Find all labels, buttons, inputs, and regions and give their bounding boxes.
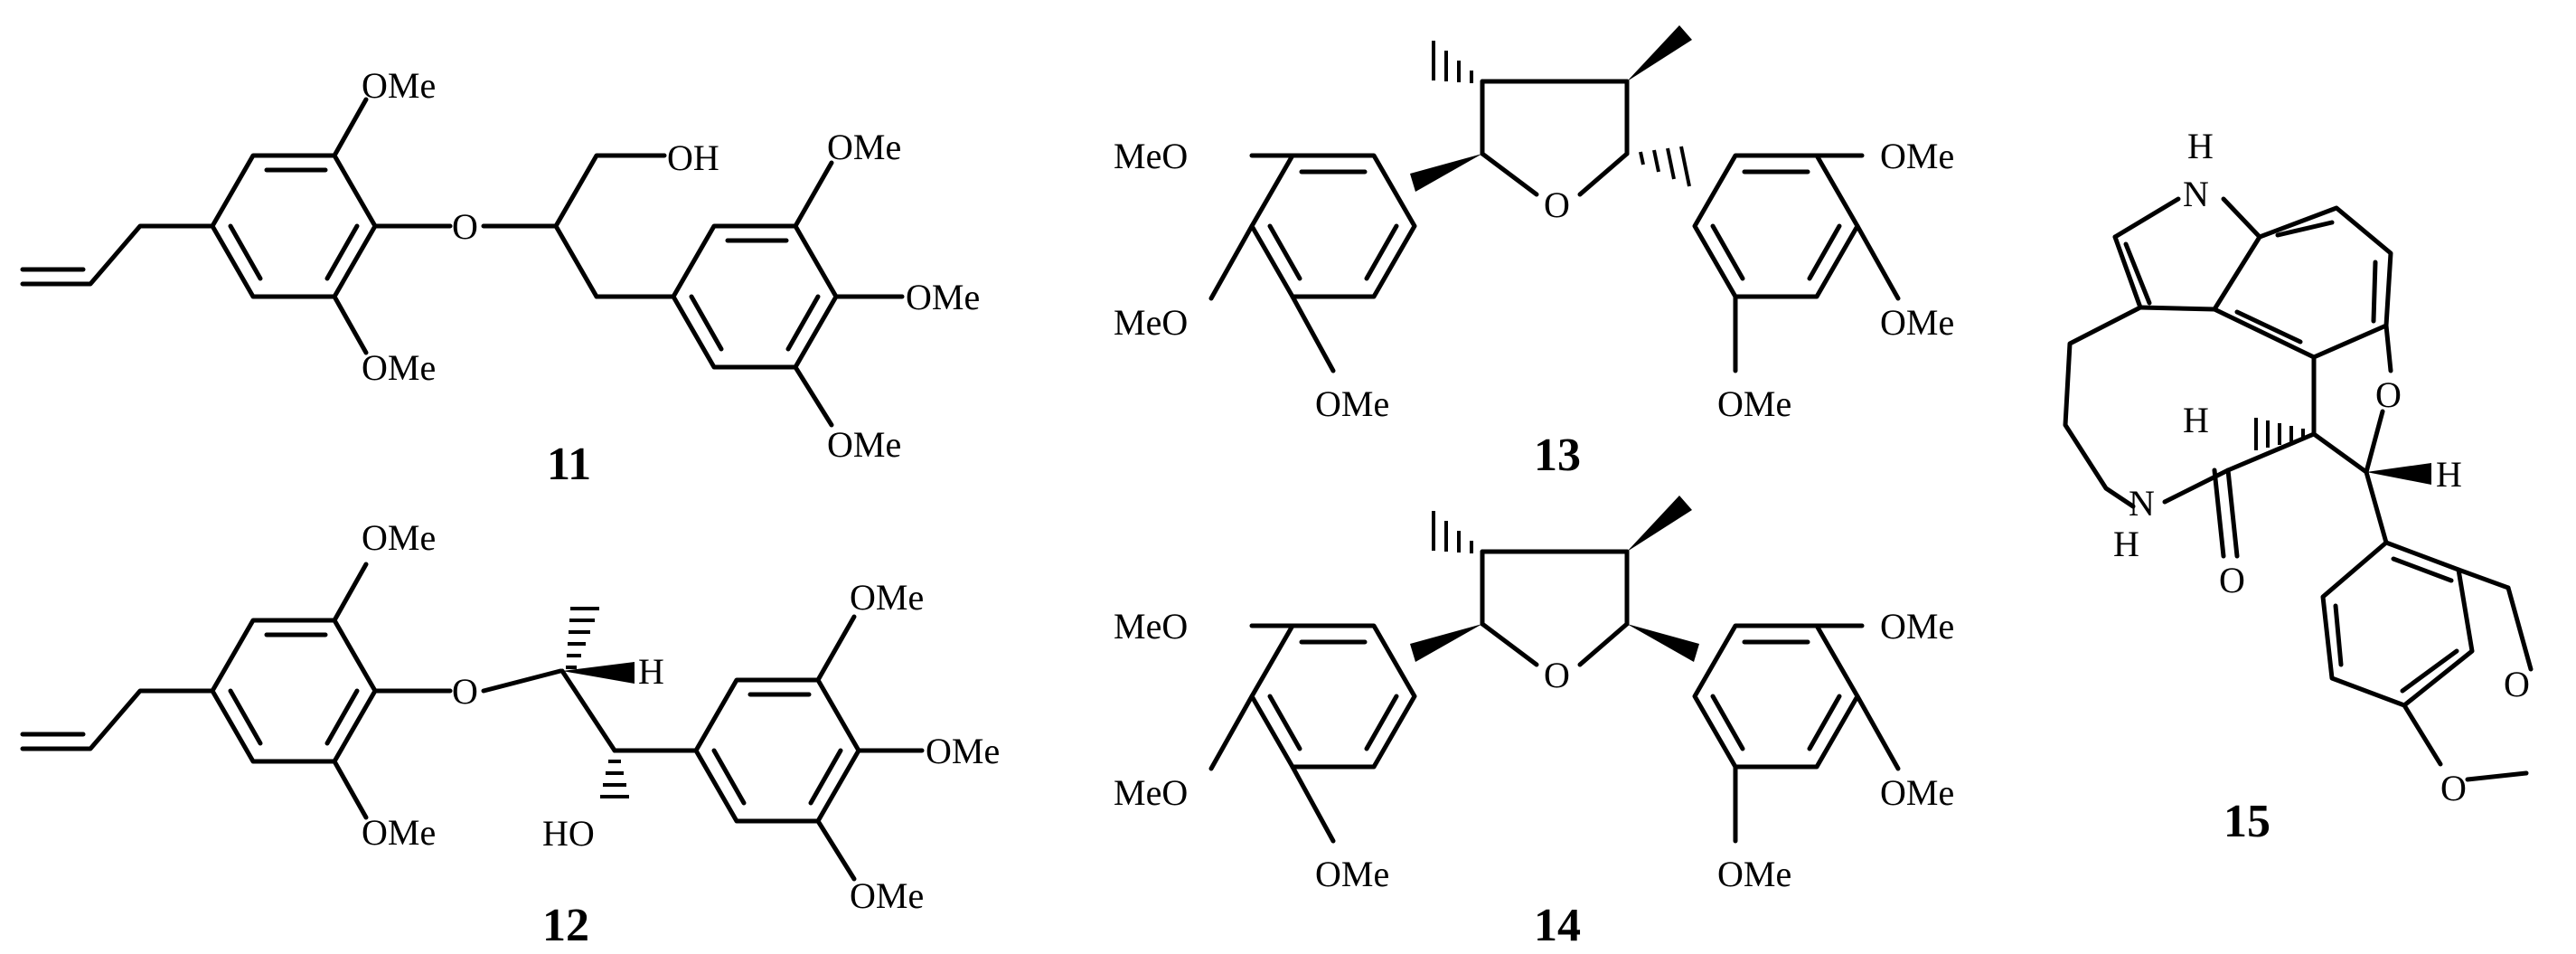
compound-number: 14	[1534, 900, 1581, 949]
label-h: H	[2436, 454, 2462, 495]
label-ome: OMe	[362, 517, 436, 558]
label-oh: OH	[667, 137, 719, 178]
label-ome: OMe	[1717, 383, 1791, 424]
compound-14: O MeO MeO OMe OMe OMe OMe 14	[1114, 496, 1954, 951]
label-ome: OMe	[362, 65, 436, 106]
label-meo: MeO	[1114, 606, 1188, 647]
label-ome: OMe	[1315, 383, 1389, 424]
label-o: O	[452, 206, 478, 247]
label-ome: OMe	[906, 277, 980, 317]
label-ome: OMe	[1717, 854, 1791, 894]
label-o: O	[2375, 374, 2402, 415]
compound-15: H N O N H O H	[2063, 126, 2534, 847]
label-ome: OMe	[1880, 302, 1954, 343]
compound-number: 15	[2223, 796, 2270, 847]
label-ome: OMe	[1315, 854, 1389, 894]
label-h: H	[2187, 126, 2214, 166]
label-n: N	[2183, 174, 2209, 214]
label-ome: OMe	[827, 127, 901, 167]
hashed-bond	[1432, 511, 1473, 553]
compound-number: 12	[542, 900, 589, 949]
label-ome: OMe	[926, 731, 1000, 771]
wedge-bond	[1410, 154, 1482, 192]
label-ome: OMe	[1880, 136, 1954, 176]
hashed-bond	[1639, 146, 1691, 187]
label-ome: OMe	[362, 812, 436, 853]
compound-13: O MeO MeO OMe	[1114, 25, 1954, 481]
label-ome: OMe	[362, 347, 436, 388]
compound-number: 11	[547, 439, 591, 490]
wedge-bond	[1627, 496, 1692, 552]
label-ome: OMe	[1880, 772, 1954, 813]
wedge-bond	[1410, 624, 1482, 662]
label-meo: MeO	[1114, 772, 1188, 813]
label-o: O	[2440, 768, 2467, 808]
compound-12: OMe OMe O H HO	[20, 517, 1000, 951]
hashed-bond	[566, 607, 599, 669]
label-h: H	[638, 651, 664, 692]
label-ho: HO	[542, 813, 595, 854]
label-o: O	[452, 671, 478, 712]
compound-number: 13	[1534, 430, 1581, 481]
label-ome: OMe	[1880, 606, 1954, 647]
hashed-bond	[2254, 418, 2305, 450]
label-o: O	[1544, 655, 1570, 695]
label-o: O	[1544, 184, 1570, 225]
hashed-bond	[600, 760, 629, 798]
wedge-bond	[1627, 624, 1699, 662]
wedge-bond	[1627, 25, 1692, 81]
label-o: O	[2504, 664, 2530, 704]
label-h: H	[2183, 400, 2209, 440]
label-meo: MeO	[1114, 302, 1188, 343]
hashed-bond	[1432, 41, 1473, 83]
wedge-bond	[562, 662, 635, 684]
label-o: O	[2219, 560, 2245, 600]
label-h: H	[2113, 524, 2139, 564]
label-ome: OMe	[827, 424, 901, 465]
compound-11: OMe OMe O OH OMe OMe OMe 11	[20, 65, 980, 490]
wedge-bond	[2366, 463, 2431, 485]
label-meo: MeO	[1114, 136, 1188, 176]
label-ome: OMe	[850, 577, 924, 618]
label-n: N	[2129, 483, 2155, 524]
label-ome: OMe	[850, 875, 924, 916]
